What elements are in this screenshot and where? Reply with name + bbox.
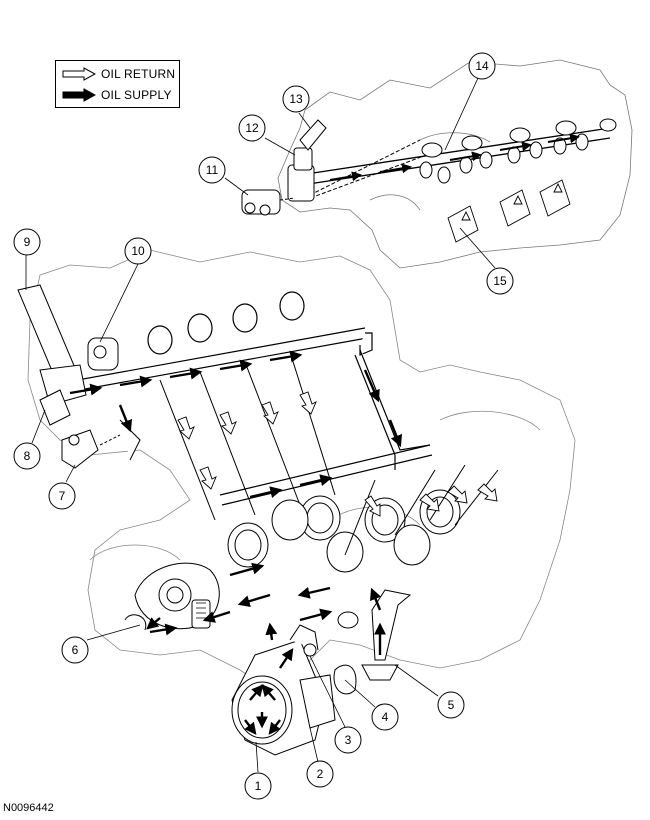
callout-12-label: 12 — [245, 121, 259, 135]
oil-filter-assembly — [231, 624, 336, 756]
callout-7: 7 — [48, 482, 76, 510]
cylinder-bores — [227, 464, 499, 573]
callout-15-label: 15 — [493, 274, 507, 288]
callout-3-label: 3 — [345, 733, 352, 747]
oil-return-arrows — [177, 391, 498, 517]
legend-item-oil-return: OIL RETURN — [62, 65, 175, 83]
callout-13: 13 — [282, 85, 310, 113]
callout-13-label: 13 — [289, 92, 303, 106]
callout-14-label: 14 — [475, 59, 489, 73]
hollow-arrow-icon — [62, 67, 96, 81]
callout-10-label: 10 — [131, 244, 145, 258]
callout-15: 15 — [486, 267, 514, 295]
callout-6: 6 — [61, 636, 89, 664]
engine-block-outline — [27, 249, 576, 691]
legend-return-label: OIL RETURN — [101, 67, 176, 81]
callout-2: 2 — [306, 760, 334, 788]
left-components — [17, 284, 141, 469]
callout-11-label: 11 — [206, 163, 219, 177]
main-oil-rail — [49, 291, 433, 521]
callout-11: 11 — [198, 156, 226, 184]
callout-14: 14 — [468, 52, 496, 80]
callout-5-label: 5 — [448, 698, 455, 712]
solid-arrow-icon — [62, 88, 96, 102]
callout-1-label: 1 — [255, 779, 262, 793]
callout-9-label: 9 — [24, 235, 31, 249]
legend-item-oil-supply: OIL SUPPLY — [62, 86, 172, 104]
oil-pickup-tube — [333, 589, 412, 695]
callout-6-label: 6 — [72, 643, 79, 657]
upper-supply-arrows — [329, 133, 580, 182]
callout-10: 10 — [124, 237, 152, 265]
callout-2-label: 2 — [317, 767, 324, 781]
callout-4-label: 4 — [382, 710, 389, 724]
callout-leaders — [25, 77, 496, 773]
callout-9: 9 — [13, 228, 41, 256]
callout-8: 8 — [13, 442, 41, 470]
callout-1: 1 — [244, 772, 272, 800]
figure-id: N0096442 — [3, 802, 54, 814]
callout-12: 12 — [238, 114, 266, 142]
legend-supply-label: OIL SUPPLY — [101, 88, 172, 102]
callout-4: 4 — [371, 703, 399, 731]
upper-rail-assembly — [241, 118, 617, 243]
legend: OIL RETURN OIL SUPPLY — [55, 60, 180, 108]
callout-7-label: 7 — [59, 489, 66, 503]
callout-3: 3 — [334, 726, 362, 754]
oil-supply-arrows — [69, 350, 403, 735]
callouts: 1 2 3 4 5 6 7 8 9 10 11 12 13 14 15 — [13, 52, 514, 800]
upper-detail-view — [277, 59, 633, 269]
callout-8-label: 8 — [24, 449, 31, 463]
callout-5: 5 — [437, 691, 465, 719]
